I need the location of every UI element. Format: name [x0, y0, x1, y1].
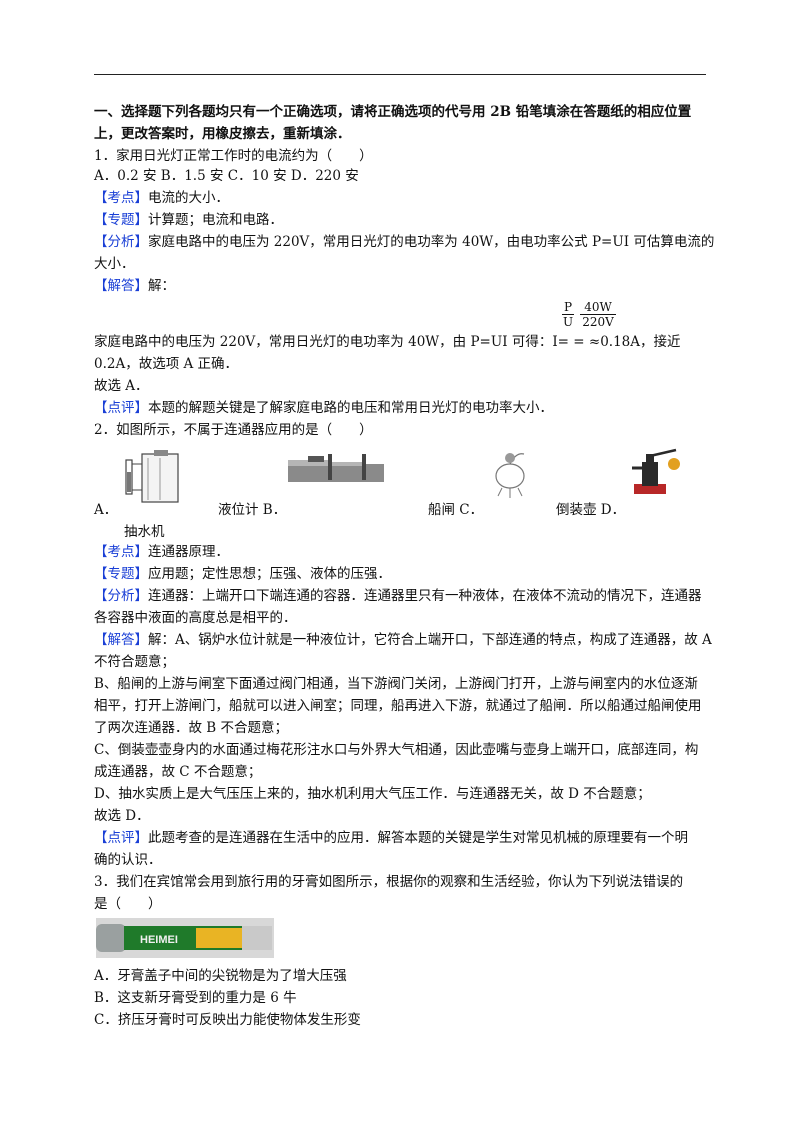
- fenxi-tag: 【分析】: [94, 588, 148, 604]
- kaodian-tag: 【考点】: [94, 190, 148, 206]
- dianping-text: 此题考查的是连通器在生活中的应用．解答本题的关键是学生对常见机械的原理要有一个明: [148, 830, 688, 846]
- jieda-a-text: 解：A、锅炉水位计就是一种液位计，它符合上端开口，下部连通的特点，构成了连通器，…: [148, 632, 712, 648]
- water-gauge-figure: [125, 450, 179, 503]
- q2-fenxi: 【分析】连通器：上端开口下端连通的容器．连通器里只有一种液体，在液体不流动的情况…: [94, 586, 702, 606]
- ship-lock-figure: [288, 454, 384, 482]
- toothpaste-brand-text: HEIMEI: [140, 934, 178, 946]
- kaodian-text: 电流的大小．: [148, 190, 229, 206]
- kaodian-tag: 【考点】: [94, 544, 148, 560]
- q1-jieda-line2: 0.2A，故选项 A 正确．: [94, 356, 239, 372]
- frac-denominator-u: U: [562, 315, 574, 329]
- fenxi-text: 家庭电路中的电压为 220V，常用日光灯的电功率为 40W，由电功率公式 P=U…: [148, 234, 715, 250]
- frac-numerator-p: P: [563, 300, 573, 314]
- q1-options: A．0.2 安 B．1.5 安 C．10 安 D．220 安: [94, 168, 359, 184]
- q3-stem-cont: 是（ ）: [94, 896, 162, 912]
- dianping-tag: 【点评】: [94, 400, 148, 416]
- q2-jieda-c1: C、倒装壶壶身内的水面通过梅花形注水口与外界大气相通，因此壶嘴与壶身上端开口，底…: [94, 742, 699, 758]
- fenxi-text: 连通器：上端开口下端连通的容器．连通器里只有一种液体，在液体不流动的情况下，连通…: [148, 588, 702, 604]
- zhuanti-text: 计算题；电流和电路．: [148, 212, 283, 228]
- q1-jieda-line1: 家庭电路中的电压为 220V，常用日光灯的电功率为 40W，由 P=UI 可得：…: [94, 334, 681, 350]
- jieda-tag: 【解答】: [94, 632, 148, 648]
- q2-fenxi-cont: 各容器中液面的高度总是相平的．: [94, 610, 297, 626]
- q2-dianping-cont: 确的认识．: [94, 852, 162, 868]
- q1-zhuanti: 【专题】计算题；电流和电路．: [94, 210, 283, 230]
- zhuanti-text: 应用题；定性思想；压强、液体的压强．: [148, 566, 391, 582]
- q2-jieda-b3: 了两次连通器．故 B 不合题意；: [94, 720, 289, 736]
- frac-denominator-v: 220V: [582, 315, 614, 329]
- q2-dianping: 【点评】此题考查的是连通器在生活中的应用．解答本题的关键是学生对常见机械的原理要…: [94, 828, 688, 848]
- q2-caption-b: 船闸 C．: [428, 502, 484, 518]
- q3-option-b: B．这支新牙膏受到的重力是 6 牛: [94, 990, 297, 1006]
- q2-jieda-c2: 成连通器，故 C 不合题意；: [94, 764, 262, 780]
- q1-stem: 1．家用日光灯正常工作时的电流约为（ ）: [94, 148, 373, 164]
- q2-zhuanti: 【专题】应用题；定性思想；压强、液体的压强．: [94, 564, 391, 584]
- q1-answer: 故选 A．: [94, 378, 149, 394]
- q2-stem: 2．如图所示，不属于连通器应用的是（ ）: [94, 422, 373, 438]
- header-rule: [94, 74, 706, 75]
- q3-stem: 3．我们在宾馆常会用到旅行用的牙膏如图所示，根据你的观察和生活经验，你认为下列说…: [94, 874, 684, 890]
- inverted-pot-figure: [495, 453, 525, 498]
- water-pump-figure: [632, 448, 680, 494]
- section-heading-line1: 一、选择题下列各题均只有一个正确选项，请将正确选项的代号用 2B 铅笔填涂在答题…: [94, 104, 692, 120]
- q2-jieda-d1: D、抽水实质上是大气压压上来的，抽水机利用大气压工作．与连通器无关，故 D 不合…: [94, 786, 651, 802]
- frac-numerator-w: 40W: [584, 300, 612, 314]
- section-heading-line2: 上，更改答案时，用橡皮擦去，重新填涂．: [94, 126, 351, 142]
- q2-jieda-a-cont: 不符合题意；: [94, 654, 175, 670]
- q2-jieda: 【解答】解：A、锅炉水位计就是一种液位计，它符合上端开口，下部连通的特点，构成了…: [94, 630, 712, 650]
- frac-bar-1: [562, 314, 574, 315]
- q3-option-c: C．挤压牙膏时可反映出力能使物体发生形变: [94, 1012, 361, 1028]
- kaodian-text: 连通器原理．: [148, 544, 229, 560]
- zhuanti-tag: 【专题】: [94, 566, 148, 582]
- q2-option-a: A．: [94, 502, 118, 518]
- fenxi-tag: 【分析】: [94, 234, 148, 250]
- q2-jieda-b1: B、船闸的上游与闸室下面通过阀门相通，当下游阀门关闭，上游阀门打开，上游与闸室内…: [94, 676, 698, 692]
- q2-answer: 故选 D．: [94, 808, 150, 824]
- zhuanti-tag: 【专题】: [94, 212, 148, 228]
- jieda-intro: 解：: [148, 278, 175, 294]
- q2-caption-c: 倒装壶 D．: [556, 502, 626, 518]
- q1-fenxi: 【分析】家庭电路中的电压为 220V，常用日光灯的电功率为 40W，由电功率公式…: [94, 232, 714, 252]
- jieda-tag: 【解答】: [94, 278, 148, 294]
- frac-bar-2: [580, 314, 616, 315]
- dianping-tag: 【点评】: [94, 830, 148, 846]
- toothpaste-figure: HEIMEI: [96, 918, 274, 958]
- q1-kaodian: 【考点】电流的大小．: [94, 188, 229, 208]
- q1-dianping: 【点评】本题的解题关键是了解家庭电路的电压和常用日光灯的电功率大小．: [94, 398, 553, 418]
- q2-jieda-b2: 相平，打开上游闸门，船就可以进入闸室；同理，船再进入下游，就通过了船闸．所以船通…: [94, 698, 702, 714]
- q1-jieda: 【解答】解：: [94, 276, 175, 296]
- formula-fraction: P U 40W 220V: [560, 300, 620, 334]
- q3-option-a: A．牙膏盖子中间的尖锐物是为了增大压强: [94, 968, 347, 984]
- q1-fenxi-cont: 大小．: [94, 256, 135, 272]
- q2-caption-a: 液位计 B．: [218, 502, 287, 518]
- q2-kaodian: 【考点】连通器原理．: [94, 542, 229, 562]
- q2-caption-d: 抽水机: [124, 524, 165, 540]
- dianping-text: 本题的解题关键是了解家庭电路的电压和常用日光灯的电功率大小．: [148, 400, 553, 416]
